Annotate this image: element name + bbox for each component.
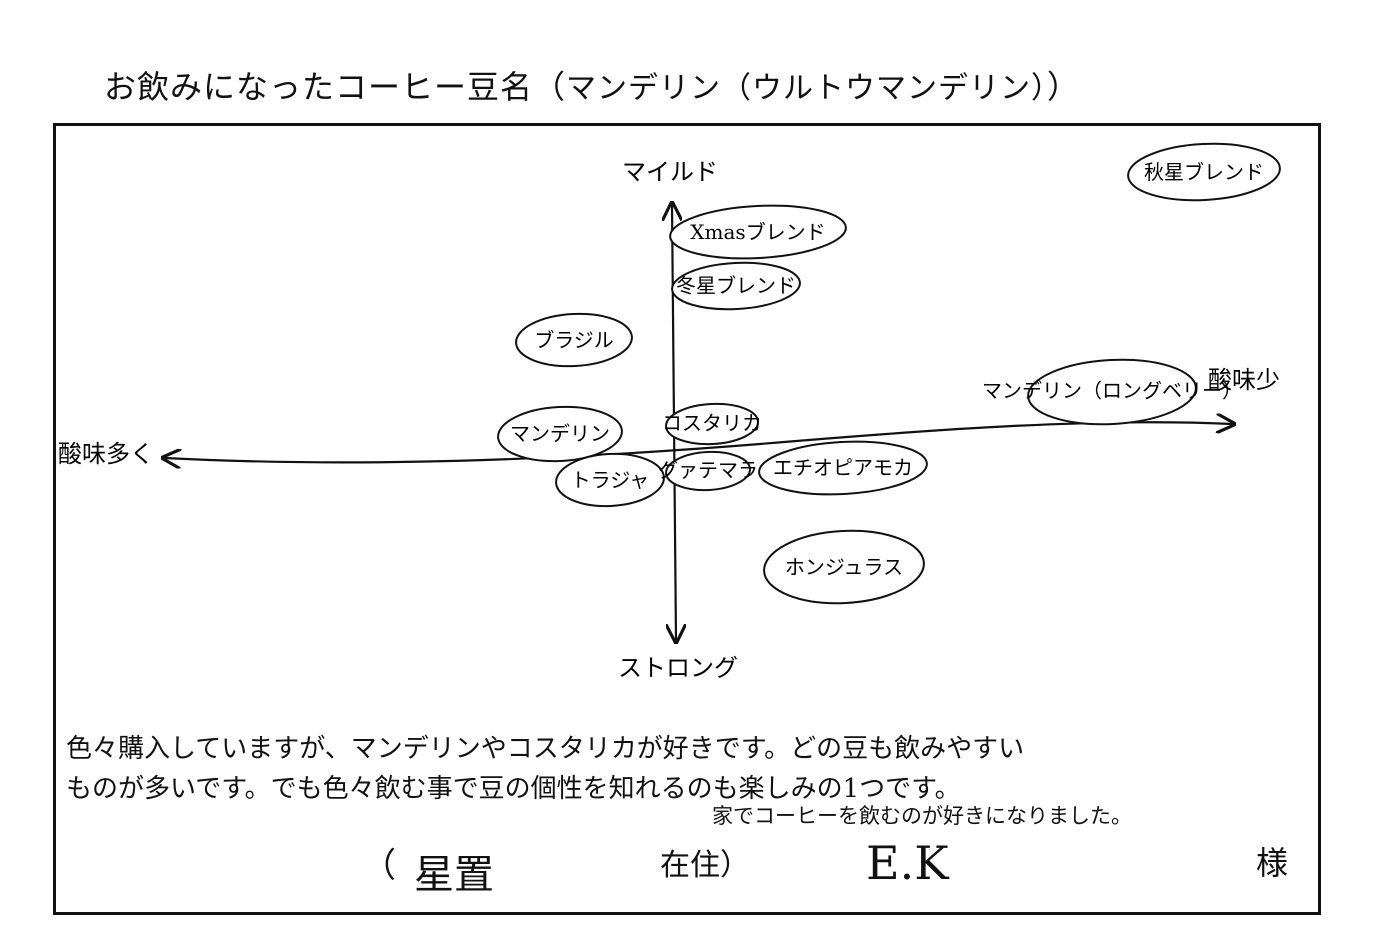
heading-prefix: お飲みになったコーヒー豆名（ [104,68,567,106]
bean-costarica: コスタリカ [662,402,762,446]
bean-label: エチオピアモカ [773,455,913,479]
bean-bubble [763,529,925,605]
comment-line-2: ものが多いです。でも色々飲む事で豆の個性を知れるのも楽しみの1つです。 [66,774,961,804]
bean-bubble [669,204,847,260]
bean-akiboshi: 秋星ブレンド [1127,142,1281,202]
bean-label: ブラジル [534,328,614,352]
footer-resident: 在住） [660,848,750,883]
bean-label: Xmasブレンド [690,220,825,244]
axis-label-right: 酸味少 [1208,366,1280,394]
axis-label-bottom: ストロング [618,654,738,682]
bean-xmas: Xmasブレンド [669,204,847,260]
bean-label: 冬星ブレンド [676,273,796,297]
bean-label: 秋星ブレンド [1144,160,1264,184]
bean-bubble [555,452,665,508]
heading: お飲みになったコーヒー豆名（マンデリン（ウルトウマンデリン）） [104,62,1080,108]
bean-bubble [1027,358,1197,426]
bean-bubble [671,261,801,311]
bean-bubble [758,440,928,496]
footer-open-paren: （ [362,846,396,886]
bean-bubble [497,405,623,463]
bean-mandheling: マンデリン [497,405,623,463]
footer-name: E.K [866,836,949,890]
bean-bubble [665,450,751,492]
footer-honorific: 様 [1256,844,1289,882]
bean-honduras: ホンジュラス [763,529,925,605]
taste-map-frame [53,123,1321,915]
bean-bubble [665,402,759,446]
bean-fuyuboshi: 冬星ブレンド [671,261,801,311]
heading-suffix: ） [1047,68,1081,106]
bean-label: コスタリカ [662,411,762,435]
axis-label-top: マイルド [622,158,718,186]
bean-mandheling-long: マンデリン（ロングベリー） [982,358,1242,426]
heading-bean-name: マンデリン（ウルトウマンデリン） [566,71,1048,106]
bean-bubble [515,312,633,368]
bean-label: マンデリン [510,421,610,445]
bean-bubble [1127,142,1281,202]
bean-label: ホンジュラス [785,555,903,579]
comment-line-1: 色々購入していますが、マンデリンやコスタリカが好きです。どの豆も飲みやすい [66,734,1025,764]
bean-label: グァテマラ [658,458,758,482]
bean-label: トラジャ [571,468,650,492]
comment-line-3: 家でコーヒーを飲むのが好きになりました。 [712,804,1132,828]
bean-brazil: ブラジル [515,312,633,368]
bean-toraja: トラジャ [555,452,665,508]
footer-place: 星置 [414,852,494,898]
bean-label: マンデリン（ロングベリー） [982,378,1242,402]
bean-guatemala: グァテマラ [658,450,758,492]
axis-label-left: 酸味多く [58,440,154,468]
bean-ethiopia: エチオピアモカ [758,440,928,496]
